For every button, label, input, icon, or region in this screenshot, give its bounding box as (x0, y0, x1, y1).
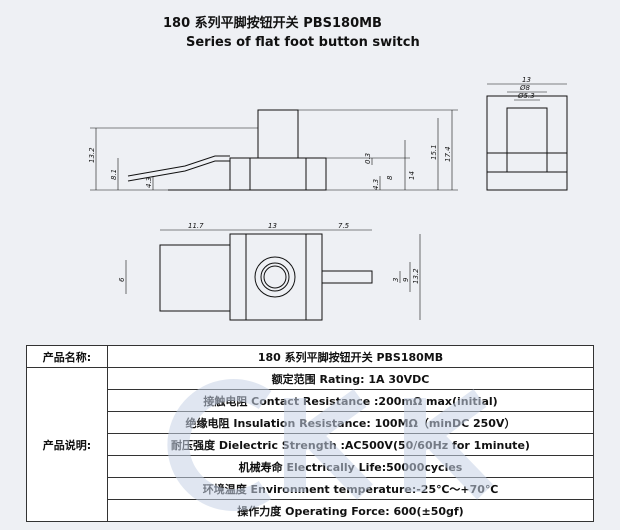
spec-row: 操作力度 Operating Force: 600(±50gf) (27, 499, 594, 522)
spec-row: 绝缘电阻 Insulation Resistance: 100MΩ（minDC … (27, 411, 594, 434)
product-desc-label: 产品说明: (26, 367, 108, 522)
spec-row: 接触电阻 Contact Resistance :200mΩ max(initi… (27, 389, 594, 412)
spec-row: 产品说明: 额定范围 Rating: 1A 30VDC (26, 367, 594, 522)
spec-rating: 额定范围 Rating: 1A 30VDC (107, 367, 594, 390)
dim-14: 14 (408, 171, 416, 180)
dim-end-dia8: Ø8 (519, 84, 531, 92)
dim-4-3-right: 4.3 (372, 179, 380, 190)
dim-end-13: 13 (522, 76, 531, 84)
spec-table: 产品名称: 180 系列平脚按钮开关 PBS180MB 产品说明: 额定范围 R… (26, 345, 594, 522)
spec-row: 机械寿命 Electrically Life:50000cycles (27, 455, 594, 478)
technical-drawing: 13.2 8.1 4.3 0.3 15.1 17.4 4.3 8 14 13 Ø… (88, 76, 568, 321)
dim-15-1: 15.1 (430, 144, 438, 160)
dim-8: 8 (386, 175, 394, 180)
dim-top-11-7: 11.7 (188, 222, 204, 230)
end-view (486, 95, 568, 191)
dim-17-4: 17.4 (444, 146, 452, 162)
spec-dielectric-strength: 耐压强度 Dielectric Strength :AC500V(50/60Hz… (107, 433, 594, 456)
top-view (159, 233, 373, 321)
spec-row: 环境温度 Environment temperature:-25℃～+70℃ (27, 477, 594, 500)
dim-end-dia5-3: Ø5.3 (517, 92, 535, 100)
product-name-value: 180 系列平脚按钮开关 PBS180MB (107, 345, 594, 368)
dim-top-9: 9 (402, 277, 410, 282)
dim-top-3: 3 (392, 278, 400, 282)
product-name-label: 产品名称: (26, 345, 108, 368)
spec-insulation-resistance: 绝缘电阻 Insulation Resistance: 100MΩ（minDC … (107, 411, 594, 434)
dim-top-13: 13 (268, 222, 277, 230)
side-view (127, 109, 327, 191)
spec-operating-force: 操作力度 Operating Force: 600(±50gf) (107, 499, 594, 522)
spec-row: 耐压强度 Dielectric Strength :AC500V(50/60Hz… (27, 433, 594, 456)
dim-0-3: 0.3 (364, 153, 372, 164)
dim-8-1: 8.1 (110, 169, 118, 180)
dim-top-7-5: 7.5 (338, 222, 350, 230)
title-english: Series of flat foot button switch (186, 35, 420, 50)
spec-environment-temperature: 环境温度 Environment temperature:-25℃～+70℃ (107, 477, 594, 500)
spec-contact-resistance: 接触电阻 Contact Resistance :200mΩ max(initi… (107, 389, 594, 412)
spec-electrical-life: 机械寿命 Electrically Life:50000cycles (107, 455, 594, 478)
dim-top-13-2: 13.2 (412, 268, 420, 284)
product-name-row: 产品名称: 180 系列平脚按钮开关 PBS180MB (26, 345, 594, 368)
dim-13-2: 13.2 (88, 147, 96, 163)
title-chinese: 180 系列平脚按钮开关 PBS180MB (163, 16, 382, 31)
dim-4-3-left: 4.3 (145, 177, 153, 188)
dim-top-6: 6 (118, 277, 126, 282)
